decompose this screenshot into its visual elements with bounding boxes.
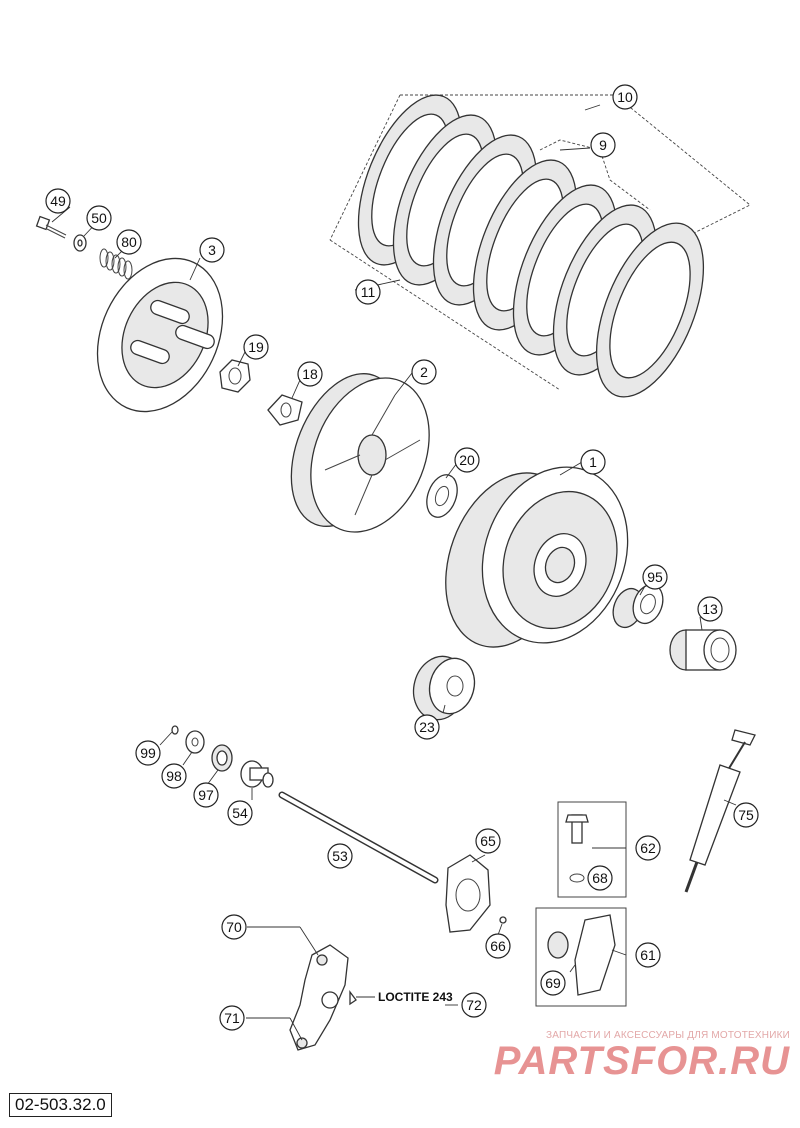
svg-text:95: 95 bbox=[647, 569, 663, 585]
svg-text:70: 70 bbox=[226, 919, 242, 935]
svg-text:13: 13 bbox=[702, 601, 718, 617]
svg-text:18: 18 bbox=[302, 366, 318, 382]
callout-49: 49 bbox=[45, 188, 71, 214]
callout-53: 53 bbox=[327, 843, 353, 869]
callout-98: 98 bbox=[161, 763, 187, 789]
callout-71: 71 bbox=[219, 1005, 245, 1031]
washer-50 bbox=[73, 234, 87, 252]
nut-19 bbox=[219, 359, 251, 393]
callout-50: 50 bbox=[86, 205, 112, 231]
callout-65: 65 bbox=[475, 828, 501, 854]
svg-text:62: 62 bbox=[640, 840, 656, 856]
svg-text:3: 3 bbox=[208, 242, 216, 258]
svg-text:54: 54 bbox=[232, 805, 248, 821]
callout-54: 54 bbox=[227, 800, 253, 826]
callout-2: 2 bbox=[411, 359, 437, 385]
small-parts-left bbox=[171, 725, 274, 788]
bleed-kit-62 bbox=[557, 801, 627, 898]
svg-text:97: 97 bbox=[198, 787, 214, 803]
svg-text:98: 98 bbox=[166, 768, 182, 784]
callout-13: 13 bbox=[697, 596, 723, 622]
svg-text:65: 65 bbox=[480, 833, 496, 849]
watermark-brand: PARTSFOR.RU bbox=[493, 1039, 790, 1083]
callout-9: 9 bbox=[590, 132, 616, 158]
pressure-plate-3 bbox=[96, 257, 224, 413]
lock-washer-18 bbox=[267, 394, 303, 426]
callout-3: 3 bbox=[199, 237, 225, 263]
svg-text:10: 10 bbox=[617, 89, 633, 105]
svg-text:23: 23 bbox=[419, 719, 435, 735]
callout-80: 80 bbox=[116, 229, 142, 255]
svg-text:71: 71 bbox=[224, 1010, 240, 1026]
callout-10: 10 bbox=[612, 84, 638, 110]
bolt-49 bbox=[35, 215, 67, 239]
watermark: ЗАПЧАСТИ И АКСЕССУАРЫ ДЛЯ МОТОТЕХНИКИ PA… bbox=[490, 1030, 790, 1081]
callout-1: 1 bbox=[580, 449, 606, 475]
svg-text:75: 75 bbox=[738, 807, 754, 823]
svg-text:20: 20 bbox=[459, 452, 475, 468]
svg-text:49: 49 bbox=[50, 193, 66, 209]
gasket-65 bbox=[445, 854, 491, 933]
svg-text:11: 11 bbox=[361, 284, 376, 300]
callout-19: 19 bbox=[243, 334, 269, 360]
callout-20: 20 bbox=[454, 447, 480, 473]
svg-text:50: 50 bbox=[91, 210, 107, 226]
diagram-part-number: 02-503.32.0 bbox=[9, 1093, 112, 1117]
clutch-disc-stack bbox=[329, 94, 751, 398]
svg-text:1: 1 bbox=[589, 454, 597, 470]
watermark-tagline: ЗАПЧАСТИ И АКСЕССУАРЫ ДЛЯ МОТОТЕХНИКИ bbox=[545, 1030, 790, 1041]
lever-arm-70-71 bbox=[289, 944, 357, 1051]
callout-23: 23 bbox=[414, 714, 440, 740]
slave-cylinder-kit-61 bbox=[535, 907, 627, 1007]
syringe-75 bbox=[684, 729, 756, 893]
gear-23 bbox=[412, 655, 476, 721]
svg-text:61: 61 bbox=[640, 947, 656, 963]
callout-11: 11 bbox=[355, 279, 381, 305]
svg-text:9: 9 bbox=[599, 137, 607, 153]
callout-97: 97 bbox=[193, 782, 219, 808]
callout-72: 72 bbox=[461, 992, 487, 1018]
callout-99: 99 bbox=[135, 740, 161, 766]
callout-18: 18 bbox=[297, 361, 323, 387]
bushing-13 bbox=[669, 629, 737, 671]
callout-62: 62 bbox=[635, 835, 661, 861]
svg-text:99: 99 bbox=[140, 745, 156, 761]
callout-75: 75 bbox=[733, 802, 759, 828]
spring-80 bbox=[99, 248, 133, 280]
callout-69: 69 bbox=[540, 970, 566, 996]
svg-text:72: 72 bbox=[466, 997, 482, 1013]
svg-text:2: 2 bbox=[420, 364, 428, 380]
washer-20 bbox=[426, 474, 458, 518]
svg-text:69: 69 bbox=[545, 975, 561, 991]
push-rod-53 bbox=[278, 791, 439, 884]
loctite-note: LOCTITE 243 bbox=[378, 990, 453, 1004]
callout-95: 95 bbox=[642, 564, 668, 590]
svg-text:66: 66 bbox=[490, 938, 506, 954]
svg-text:53: 53 bbox=[332, 848, 348, 864]
svg-text:19: 19 bbox=[248, 339, 264, 355]
callout-70: 70 bbox=[221, 914, 247, 940]
inner-hub-2 bbox=[290, 373, 430, 533]
callout-68: 68 bbox=[587, 865, 613, 891]
svg-text:68: 68 bbox=[592, 870, 608, 886]
callout-66: 66 bbox=[485, 933, 511, 959]
clutch-basket-1 bbox=[445, 466, 629, 648]
ball-66 bbox=[499, 916, 507, 924]
svg-text:80: 80 bbox=[121, 234, 137, 250]
callout-61: 61 bbox=[635, 942, 661, 968]
